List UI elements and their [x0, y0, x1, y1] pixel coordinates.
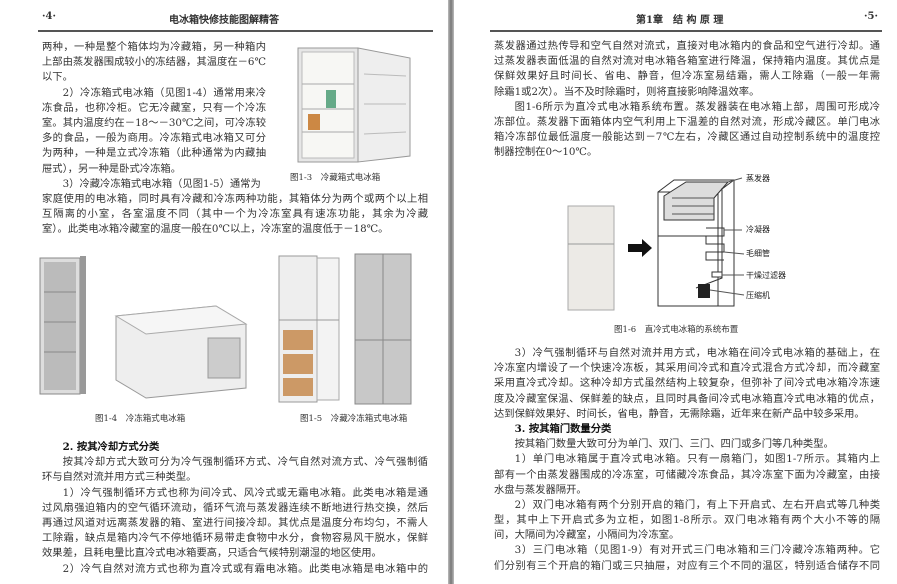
label-dryer-filter: 干燥过滤器	[746, 271, 786, 280]
text-line: 采用直冷式冷却。这种冷却方式虽然结构上较复杂，但弥补了间冷式电冰箱冷冻速	[494, 377, 880, 390]
page-number: ·5·	[864, 11, 878, 22]
figure-1-6-direct-cooling-diagram	[567, 177, 745, 311]
text-line: 环与自然对流并用方式三种类型。	[42, 471, 197, 484]
left-page: ·4· 电冰箱快修技能图解精答 两种，一种是整个箱体均为冷藏箱，另一种箱内上部由…	[0, 0, 448, 584]
text-line: 两种，一种是整个箱体均为冷藏箱，另一种箱内	[42, 41, 266, 53]
figure-1-5-fridge-freezer-image	[278, 253, 412, 405]
running-title: 电冰箱快修技能图解精答	[169, 15, 279, 26]
text-line: 互隔离的小室，各室温度不同（其中一个为冷冻室具有速冻功能，其余为冷藏	[42, 208, 428, 221]
header-rule	[490, 30, 882, 32]
text-line: 箱冷冻部位最低温度一般能达到－7℃左右，冷藏区通过自动控制系统中的温度控	[494, 131, 880, 144]
text-line: 制器控制在0～10℃。	[494, 146, 598, 159]
text-line: 室）。此类电冰箱冷藏室的温度一般在0℃以上，冷冻室的温度低于－18℃。	[42, 223, 389, 236]
text-block: 两种，一种是整个箱体均为冷藏箱，另一种箱内上部由蒸发器围成较小的冻结器，其温度在…	[42, 40, 266, 192]
label-capillary-tube: 毛细管	[746, 249, 770, 258]
text-line: 保鲜效果好且时间长、省电、静音，但冷冻室易结霜，需人工除霜（一般一年需	[494, 70, 880, 83]
book-gutter	[448, 0, 454, 584]
text-line: 2）冷气自然对流方式也称为直冷式或有霜电冰箱。此类电冰箱是电冰箱中的	[62, 562, 428, 575]
text-line: 水盘与蒸发器隔开。	[494, 483, 587, 496]
text-line: 过蒸发器表面低温的自然对流对电冰箱各箱室进行降温，保持箱内温度。其优点是	[494, 55, 880, 68]
text-block: 蒸发器通过热传导和空气自然对流式，直接对电冰箱内的食品和空气进行冷却。通过蒸发器…	[494, 39, 880, 161]
text-line: 蒸发器通过热传导和空气自然对流式，直接对电冰箱内的食品和空气进行冷却。通	[494, 40, 880, 52]
text-line: 过风扇强迫箱内的空气循环流动，循环气流与蒸发器连续不断地进行热交换，然后	[42, 501, 428, 514]
text-line: 为两种，一种是立式冷冻箱（此种通常为内藏抽	[42, 147, 266, 160]
text-line: 冻食品，也称冷柜。它无冷藏室，只有一个冷冻	[42, 101, 266, 114]
text-line: 图1-6所示为直冷式电冰箱系统布置。蒸发器装在电冰箱上部，周围可形成冷	[514, 100, 880, 113]
arrow-icon	[628, 239, 652, 257]
section-heading: 3. 按其箱门数量分类	[514, 422, 612, 435]
text-line: 多的食品，一般为商用。冷冻箱式电冰箱又可分	[42, 132, 266, 145]
text-line: 屉式），另一种是卧式冷冻箱。	[42, 162, 182, 175]
text-line: 3）冷气强制循环与自然对流并用方式，电冰箱在间冷式电冰箱的基础上，在	[514, 347, 880, 359]
text-line: 室。其内温度约在－18～－30℃之间，可冷冻较	[42, 116, 266, 129]
header-rule	[38, 30, 433, 32]
text-line: 上部由蒸发器围成较小的冻结器，其温度在－6℃	[42, 56, 267, 69]
text-line: 间，大隔间为冷藏室，小隔间为冷冻室。	[494, 529, 680, 542]
page-number: ·4·	[42, 11, 56, 22]
label-evaporator: 蒸发器	[746, 174, 770, 183]
text-line: 效果差，且耗电量比直冷式电冰箱要高，只适合气候特别潮湿的地区使用。	[42, 547, 382, 560]
text-line: 除霜1或2次）。当不及时除霜时，则将直接影响降温效率。	[494, 85, 760, 98]
figure-1-3-refrigerator-image	[297, 47, 411, 163]
text-line: 2）冷冻箱式电冰箱（见图1-4）通常用来冷	[62, 86, 266, 99]
figure-1-6-caption: 图1-6 直冷式电冰箱的系统布置	[614, 325, 739, 335]
text-line: 型，其中上下开启式多为立柜，如图1-8所示。双门电冰箱有两个大小不等的隔	[494, 514, 880, 527]
text-line: 3）冷藏冷冻箱式电冰箱（见图1-5）通常为	[62, 177, 261, 190]
figure-1-4-caption: 图1-4 冷冻箱式电冰箱	[95, 414, 186, 424]
running-title: 第1章 结 构 原 理	[636, 15, 724, 26]
text-line: 工除霜，缺点是箱内冷气不停地循环易带走食物中水分，食物容易风干脱水，保鲜	[42, 532, 428, 545]
text-line: 达到保鲜效果好、时间长，省电，静音，无需除霜，近年来在新产品中较多采用。	[494, 407, 865, 420]
label-condenser: 冷凝器	[746, 225, 770, 234]
text-line: 冷冻室内增设了一个快速冷冻板，其采用间冷式和直冷式混合方式冷却，而冷藏室	[494, 362, 880, 375]
text-line: 1）冷气强制循环方式也称为间冷式、风冷式或无霜电冰箱。此类电冰箱是通	[62, 486, 428, 499]
text-block: 2. 按其冷却方式分类按其冷却方式大致可分为冷气强制循环方式、冷气自然对流方式、…	[42, 440, 428, 577]
text-block: 家庭使用的电冰箱，同时具有冷藏和冷冻两种功能，其箱体分为两个或两个以上相互隔离的…	[42, 192, 428, 238]
figure-1-5-caption: 图1-5 冷藏冷冻箱式电冰箱	[300, 414, 408, 424]
text-line: 以下。	[42, 71, 73, 84]
figure-1-3-caption: 图1-3 冷藏箱式电冰箱	[290, 173, 381, 183]
text-line: 按其箱门数量大致可分为单门、双门、三门、四门或多门等几种类型。	[514, 438, 834, 451]
text-block: 3）冷气强制循环与自然对流并用方式，电冰箱在间冷式电冰箱的基础上，在冷冻室内增设…	[494, 346, 880, 574]
text-line: 冻部位。蒸发器下面箱体内空气利用上下温差的自然对流，形成冷藏区。单门电冰	[494, 115, 880, 128]
text-line: 3）三门电冰箱（见图1-9）有对开式三门电冰箱和三门冷藏冷冻箱两种。它	[514, 544, 880, 557]
text-line: 部有一个由蒸发器围成的冷冻室，可储藏冷冻食品，其冷冻室下面为冷藏室，由接	[494, 468, 880, 481]
text-line: 家庭使用的电冰箱，同时具有冷藏和冷冻两种功能，其箱体分为两个或两个以上相	[42, 193, 428, 205]
text-line: 2）双门电冰箱有两个分别开启的箱门，有上下开启式、左右开启式等几种类	[514, 498, 880, 511]
label-compressor: 压缩机	[746, 291, 770, 300]
figure-1-4-freezer-image	[39, 256, 248, 399]
text-line: 们分别有三个开启的箱门或三只抽屉，对应有三个不同的温区，特别适合储存不同	[494, 559, 880, 572]
text-line: 1）单门电冰箱属于直冷式电冰箱。只有一扇箱门，如图1-7所示。其箱内上	[514, 453, 880, 466]
section-heading: 2. 按其冷却方式分类	[62, 441, 160, 453]
text-line: 再通过风道对远离蒸发器的箱、室进行间接冷却。其优点是温度分布均匀，不需人	[42, 516, 428, 529]
text-line: 度及冷藏室保温、保鲜差的缺点，且同时具备间冷式电冰箱直冷式电冰箱的优点，	[494, 392, 880, 405]
text-line: 按其冷却方式大致可分为冷气强制循环方式、冷气自然对流方式、冷气强制循	[62, 456, 428, 469]
right-page: 第1章 结 构 原 理 ·5· 蒸发器通过热传导和空气自然对流式，直接对电冰箱内…	[454, 0, 897, 584]
